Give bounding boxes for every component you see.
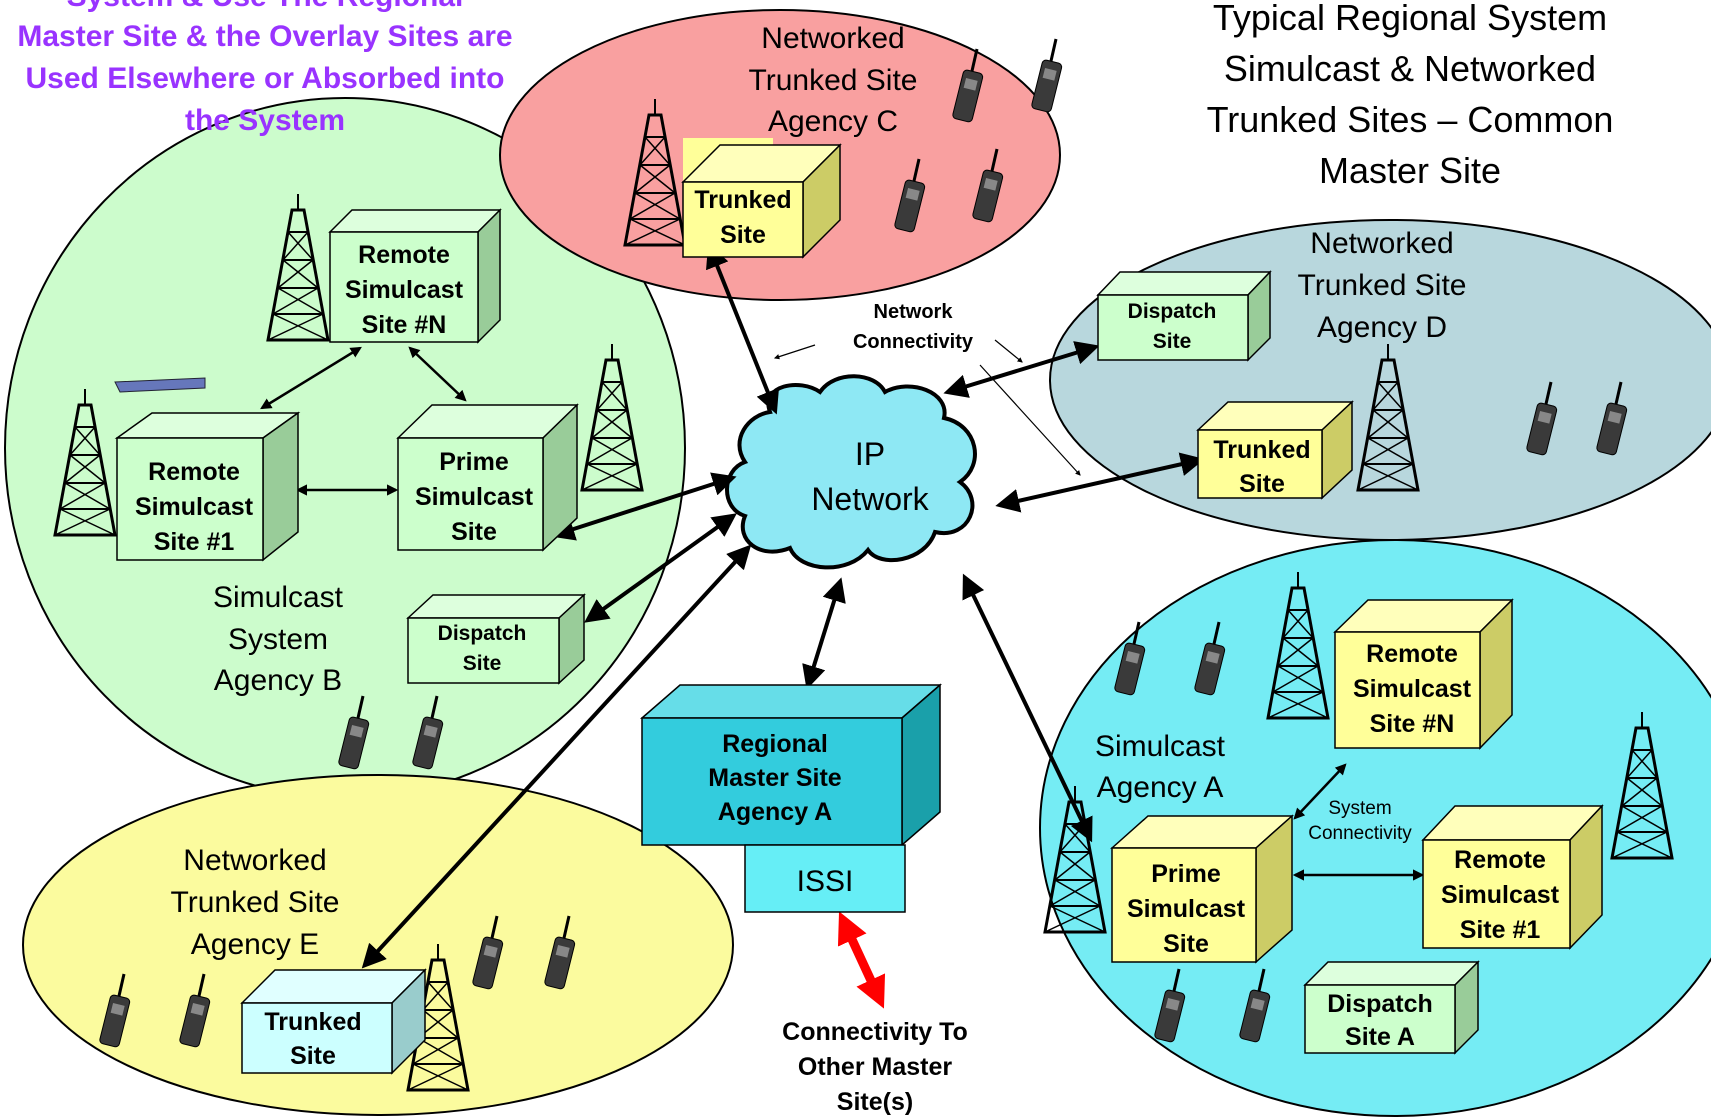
agency-a-remote-1-site: Remote Simulcast Site #1 [1421,804,1604,950]
svg-text:ISSI: ISSI [797,865,854,898]
svg-text:Other Master: Other Master [798,1053,952,1081]
svg-text:Trunked: Trunked [264,1008,361,1036]
svg-text:Prime: Prime [1151,860,1221,888]
svg-text:Site: Site [290,1042,336,1070]
other-master-label: Connectivity To Other Master Site(s) [782,1018,968,1116]
svg-text:Dispatch: Dispatch [1327,990,1433,1018]
svg-text:Networked: Networked [183,844,326,877]
agency-a-remote-n-site: Remote Simulcast Site #N [1333,598,1514,750]
network-connectivity-label: Network Connectivity [853,301,974,353]
svg-text:Simulcast: Simulcast [1441,881,1560,909]
svg-text:Network: Network [811,481,929,517]
ip-network-label: IP Network [811,436,929,517]
svg-text:Networked: Networked [761,22,904,55]
svg-text:Simulcast: Simulcast [1127,895,1246,923]
svg-text:Site #N: Site #N [1370,710,1455,738]
agency-c-trunked-line2: Site [720,221,766,249]
svg-text:Simulcast: Simulcast [1353,675,1472,703]
svg-text:System: System [228,623,328,656]
agency-c-trunked-line1: Trunked [694,186,791,214]
svg-text:Site #1: Site #1 [154,528,235,556]
svg-text:Site(s): Site(s) [837,1088,913,1116]
system-connectivity-label: System Connectivity [1308,798,1412,844]
external-link-arrow [837,911,886,1009]
svg-text:Agency E: Agency E [191,928,319,961]
svg-text:Remote: Remote [358,241,450,269]
svg-text:System & Use The Regional: System & Use The Regional [67,0,464,13]
agency-b-remote-1-site: Remote Simulcast Site #1 [114,411,301,562]
svg-text:Trunked Site: Trunked Site [749,64,918,97]
vehicle-icon [114,377,206,393]
svg-text:Simulcast: Simulcast [135,493,254,521]
svg-text:Trunked Site: Trunked Site [171,886,340,919]
svg-text:Site A: Site A [1345,1023,1415,1051]
agency-a-links [1292,763,1425,881]
regional-master-site: Regional Master Site Agency A [639,683,943,847]
svg-text:the System: the System [185,104,345,137]
svg-text:Master Site: Master Site [1319,150,1501,191]
svg-text:Agency A: Agency A [1097,771,1224,804]
svg-text:Network: Network [874,301,954,323]
svg-text:Trunked: Trunked [1213,436,1310,464]
svg-text:Site: Site [451,518,497,546]
svg-text:Agency C: Agency C [768,105,898,138]
svg-text:Site #1: Site #1 [1460,916,1541,944]
agency-d-dispatch-site: Dispatch Site [1096,270,1272,362]
agency-d-trunked-site: Trunked Site [1196,400,1354,500]
agency-e-label: Networked Trunked Site Agency E [171,844,340,961]
svg-text:Simulcast: Simulcast [415,483,534,511]
svg-text:Agency B: Agency B [214,664,342,697]
agency-b-remote-n-site: Remote Simulcast Site #N [328,208,502,344]
svg-text:Dispatch: Dispatch [438,622,527,645]
svg-text:Trunked Sites – Common: Trunked Sites – Common [1207,99,1614,140]
svg-text:Trunked Site: Trunked Site [1298,269,1467,302]
svg-text:Prime: Prime [439,448,509,476]
svg-text:Typical Regional System: Typical Regional System [1213,0,1607,38]
svg-text:Networked: Networked [1310,227,1453,260]
svg-text:Connectivity: Connectivity [1308,823,1412,844]
svg-text:Site: Site [1239,470,1285,498]
svg-text:IP: IP [855,436,885,472]
agency-b-prime-site: Prime Simulcast Site [396,403,579,552]
note-text: System & Use The Regional Master Site & … [17,0,512,137]
agency-d-label: Networked Trunked Site Agency D [1298,227,1467,344]
issi-box: ISSI [744,844,906,913]
svg-text:Site: Site [1163,930,1209,958]
svg-text:Simulcast: Simulcast [345,276,464,304]
ip-network-cloud [725,374,977,570]
svg-text:Connectivity: Connectivity [853,331,974,353]
agency-a-dispatch-site: Dispatch Site A [1303,960,1480,1055]
svg-text:System: System [1328,798,1391,819]
svg-text:Agency A: Agency A [718,798,832,826]
svg-text:Site: Site [1153,330,1192,353]
agency-e-trunked-site: Trunked Site [240,968,427,1075]
agency-c-label: Networked Trunked Site Agency C [749,22,918,138]
svg-text:Connectivity To: Connectivity To [782,1018,968,1046]
agency-b-label: Simulcast System Agency B [213,581,344,697]
agency-b-dispatch-site: Dispatch Site [406,593,586,685]
svg-text:Site #N: Site #N [362,311,447,339]
agency-b-links [260,346,467,496]
svg-text:Master Site: Master Site [708,764,841,792]
agency-a-prime-site: Prime Simulcast Site [1110,814,1294,964]
agency-a-label: Simulcast Agency A [1095,730,1226,804]
network-links [361,243,1205,969]
agency-c-trunked-site: Trunked Site [681,138,842,259]
svg-text:Site: Site [463,652,502,675]
svg-text:Remote: Remote [148,458,240,486]
svg-text:Dispatch: Dispatch [1128,300,1217,323]
svg-text:Master Site & the Overlay Site: Master Site & the Overlay Sites are [17,20,512,53]
svg-text:Simulcast: Simulcast [213,581,344,614]
svg-text:Simulcast: Simulcast [1095,730,1226,763]
svg-text:Remote: Remote [1366,640,1458,668]
svg-text:Used Elsewhere or Absorbed int: Used Elsewhere or Absorbed into [26,62,505,95]
svg-text:Simulcast & Networked: Simulcast & Networked [1224,48,1596,89]
diagram-title: Typical Regional System Simulcast & Netw… [1207,0,1614,191]
svg-text:Remote: Remote [1454,846,1546,874]
svg-text:Agency D: Agency D [1317,311,1447,344]
agency-d-region [1049,219,1711,541]
network-connectivity-pointers [773,339,1081,476]
svg-text:Regional: Regional [722,730,828,758]
